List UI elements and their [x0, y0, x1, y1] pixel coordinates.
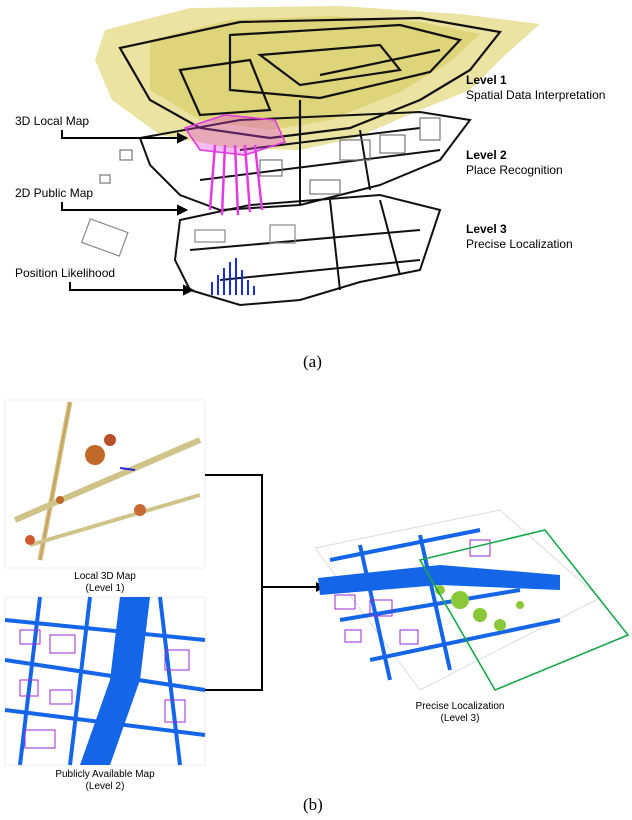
level2-buildings: [99, 117, 441, 195]
public-map-caption-line2: (Level 2): [85, 781, 125, 792]
precise-localization-image: [314, 509, 630, 692]
level-3-label: Level 3 Precise Localization: [466, 222, 573, 252]
level3-buildings: [80, 218, 296, 257]
local-3d-map-caption-line2: (Level 1): [85, 583, 125, 594]
level-2-subtitle: Place Recognition: [466, 163, 563, 177]
precise-localization-caption-line1: Precise Localization: [415, 701, 505, 712]
pointer-arrows: [61, 130, 195, 296]
level-2-title: Level 2: [466, 148, 507, 162]
level-2-label: Level 2 Place Recognition: [466, 148, 563, 178]
position-likelihood-peaks: [211, 258, 255, 295]
public-map-image: [4, 596, 206, 766]
caption-a: (a): [303, 352, 322, 371]
label-2d-public-map: 2D Public Map: [15, 186, 94, 200]
level-3-title: Level 3: [466, 222, 507, 236]
public-map-caption: Publicly Available Map (Level 2): [5, 769, 205, 793]
caption-b: (b): [303, 795, 323, 814]
level3-map: [173, 193, 442, 307]
label-position-likelihood: Position Likelihood: [15, 266, 116, 280]
local-3d-map-image: [4, 399, 206, 569]
level-1-title: Level 1: [466, 73, 507, 87]
public-map-caption-line1: Publicly Available Map: [55, 769, 155, 780]
local-3d-map-caption-line1: Local 3D Map: [74, 571, 136, 582]
connector-lines: [205, 474, 318, 691]
level-3-subtitle: Precise Localization: [466, 237, 573, 251]
precise-localization-caption-line2: (Level 3): [440, 713, 480, 724]
level-1-subtitle: Spatial Data Interpretation: [466, 88, 606, 102]
local-map-frame: [418, 529, 630, 692]
local-map-trajectory: [183, 114, 287, 216]
level-1-label: Level 1 Spatial Data Interpretation: [466, 73, 605, 103]
local-3d-map-caption: Local 3D Map (Level 1): [5, 571, 205, 595]
level1-roads: [118, 16, 503, 140]
precise-localization-caption: Precise Localization (Level 3): [380, 701, 540, 725]
label-3d-local-map: 3D Local Map: [15, 114, 90, 128]
